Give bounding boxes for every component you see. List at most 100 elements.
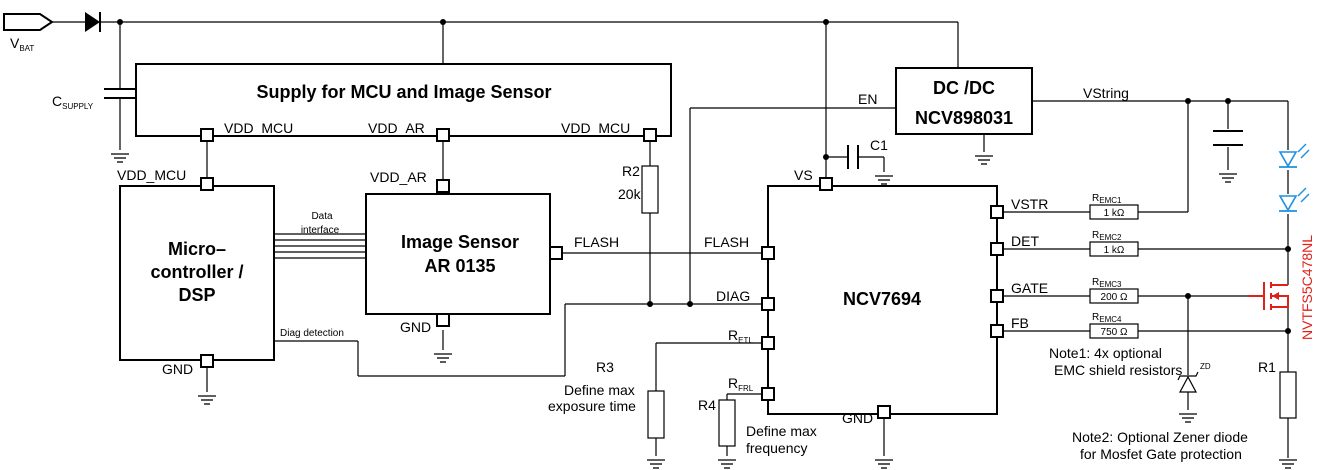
c1-capacitor: C1 bbox=[847, 137, 894, 185]
svg-text:GND: GND bbox=[400, 319, 431, 335]
svg-text:GND: GND bbox=[842, 410, 873, 426]
supply-pin-vdd-mcu-2 bbox=[643, 128, 657, 142]
svg-text:1 kΩ: 1 kΩ bbox=[1104, 245, 1125, 256]
emc-label-4: REMC4 bbox=[1092, 312, 1122, 324]
image-sensor-block: Image Sensor AR 0135 VDD_AR GND FLASH bbox=[365, 169, 619, 363]
ncv-pin-det bbox=[990, 242, 1004, 256]
note1-line2: EMC shield resistors bbox=[1054, 362, 1182, 378]
ncv-pin-fb bbox=[990, 324, 1004, 338]
ncv-pin-vstr bbox=[990, 205, 1004, 219]
svg-text:FLASH: FLASH bbox=[574, 234, 619, 250]
wires bbox=[52, 21, 1289, 458]
supply-pin-label-2: VDD_AR bbox=[368, 120, 425, 136]
ncv7694-block: NCV7694 VS FLASH DIAG RETL RFRL GND VSTR… bbox=[704, 167, 1048, 469]
data-interface-label-1: Data bbox=[311, 211, 333, 222]
r3-resistor: R3 Define max exposure time bbox=[548, 359, 666, 469]
mcu-pin-vdd-label: VDD_MCU bbox=[117, 167, 186, 183]
ncv-pin-gate bbox=[990, 289, 1004, 303]
svg-text:R2: R2 bbox=[622, 163, 640, 179]
data-interface-label-2: interface bbox=[301, 225, 340, 236]
sensor-pin-flash bbox=[549, 246, 563, 260]
svg-text:VSTR: VSTR bbox=[1011, 196, 1048, 212]
note2-line2: for Mosfet Gate protection bbox=[1080, 446, 1242, 462]
svg-text:FLASH: FLASH bbox=[704, 234, 749, 250]
svg-text:frequency: frequency bbox=[746, 440, 807, 456]
mosfet: NVTFS5C478NL bbox=[1248, 235, 1315, 340]
r1-resistor: R1 bbox=[1258, 359, 1298, 469]
svg-text:Image Sensor: Image Sensor bbox=[401, 232, 519, 252]
junction-dots bbox=[117, 19, 1291, 334]
dcdc-block: DC /DC NCV898031 EN VString bbox=[858, 67, 1129, 165]
led-2 bbox=[1278, 187, 1310, 212]
supply-block-title: Supply for MCU and Image Sensor bbox=[256, 82, 551, 102]
ncv-pin-diag bbox=[761, 297, 775, 311]
svg-text:controller /: controller / bbox=[150, 262, 243, 282]
vstring-capacitor bbox=[1213, 130, 1243, 183]
sensor-pin-gnd bbox=[436, 313, 450, 327]
led-1 bbox=[1278, 143, 1310, 168]
svg-text:750 Ω: 750 Ω bbox=[1101, 327, 1128, 338]
emc-resistor-1: 1 kΩ REMC1 bbox=[1089, 193, 1139, 220]
note2-line1: Note2: Optional Zener diode bbox=[1072, 429, 1248, 445]
svg-text:VDD_AR: VDD_AR bbox=[370, 169, 427, 185]
supply-pin-label-3: VDD_MCU bbox=[561, 120, 630, 136]
svg-text:R1: R1 bbox=[1258, 359, 1276, 375]
vbat-label: VBAT bbox=[10, 35, 34, 53]
mcu-pin-vdd bbox=[200, 177, 214, 191]
svg-text:exposure time: exposure time bbox=[548, 398, 636, 414]
diag-detection-label: Diag detection bbox=[280, 328, 344, 339]
svg-text:R3: R3 bbox=[596, 359, 614, 375]
mosfet-label: NVTFS5C478NL bbox=[1299, 235, 1315, 340]
r2-resistor: R2 20k bbox=[618, 163, 659, 214]
ncv-pin-gnd bbox=[877, 405, 891, 419]
sensor-pin-vdd-ar bbox=[436, 179, 450, 193]
svg-text:DIAG: DIAG bbox=[716, 288, 750, 304]
emc-resistor-3: 200 Ω REMC3 bbox=[1089, 277, 1139, 304]
emc-label-2: REMC2 bbox=[1092, 230, 1122, 242]
microcontroller-block: Micro– controller / DSP VDD_MCU GND bbox=[117, 167, 275, 405]
zener-diode: ZD bbox=[1177, 362, 1211, 423]
supply-pin-label-1: VDD_MCU bbox=[224, 120, 293, 136]
emc-label-1: REMC1 bbox=[1092, 193, 1122, 205]
vstring-label: VString bbox=[1083, 85, 1129, 101]
svg-text:NCV7694: NCV7694 bbox=[843, 289, 921, 309]
svg-text:GATE: GATE bbox=[1011, 280, 1048, 296]
svg-text:Define max: Define max bbox=[564, 382, 635, 398]
emc-resistor-4: 750 Ω REMC4 bbox=[1089, 312, 1139, 339]
svg-text:C1: C1 bbox=[870, 137, 888, 153]
csupply-capacitor: CSUPPLY bbox=[52, 88, 136, 163]
csupply-label: CSUPPLY bbox=[52, 93, 94, 111]
svg-text:DET: DET bbox=[1011, 233, 1039, 249]
dcdc-pin-en-label: EN bbox=[858, 91, 877, 107]
vbat-connector: VBAT bbox=[3, 12, 101, 53]
svg-text:20k: 20k bbox=[618, 186, 642, 202]
svg-text:DSP: DSP bbox=[178, 285, 215, 305]
svg-text:VS: VS bbox=[794, 167, 813, 183]
supply-pin-vdd-mcu-1 bbox=[200, 128, 214, 142]
mcu-pin-gnd bbox=[200, 354, 214, 368]
ncv-pin-retl-label: RETL bbox=[728, 327, 753, 345]
ncv-pin-flash bbox=[761, 246, 775, 260]
emc-label-3: REMC3 bbox=[1092, 277, 1122, 289]
svg-text:ZD: ZD bbox=[1200, 362, 1211, 371]
svg-text:NCV898031: NCV898031 bbox=[915, 108, 1013, 128]
svg-text:200 Ω: 200 Ω bbox=[1101, 292, 1128, 303]
svg-text:R4: R4 bbox=[698, 397, 716, 413]
ncv-pin-retl bbox=[761, 336, 775, 350]
svg-text:DC /DC: DC /DC bbox=[933, 78, 995, 98]
ncv-pin-vs bbox=[819, 177, 833, 191]
r4-resistor: R4 Define max frequency bbox=[698, 397, 817, 469]
mcu-pin-gnd-label: GND bbox=[162, 361, 193, 377]
ncv-pin-rfrl-label: RFRL bbox=[728, 375, 754, 393]
note1-line1: Note1: 4x optional bbox=[1049, 345, 1162, 361]
svg-text:1 kΩ: 1 kΩ bbox=[1104, 208, 1125, 219]
supply-pin-vdd-ar bbox=[436, 128, 450, 142]
ncv-pin-rfrl bbox=[761, 387, 775, 401]
svg-text:Micro–: Micro– bbox=[168, 239, 226, 259]
svg-text:Define max: Define max bbox=[746, 423, 817, 439]
supply-block: Supply for MCU and Image Sensor VDD_MCU … bbox=[135, 63, 672, 142]
svg-text:FB: FB bbox=[1011, 315, 1029, 331]
svg-text:AR 0135: AR 0135 bbox=[424, 256, 495, 276]
emc-resistor-2: 1 kΩ REMC2 bbox=[1089, 230, 1139, 257]
